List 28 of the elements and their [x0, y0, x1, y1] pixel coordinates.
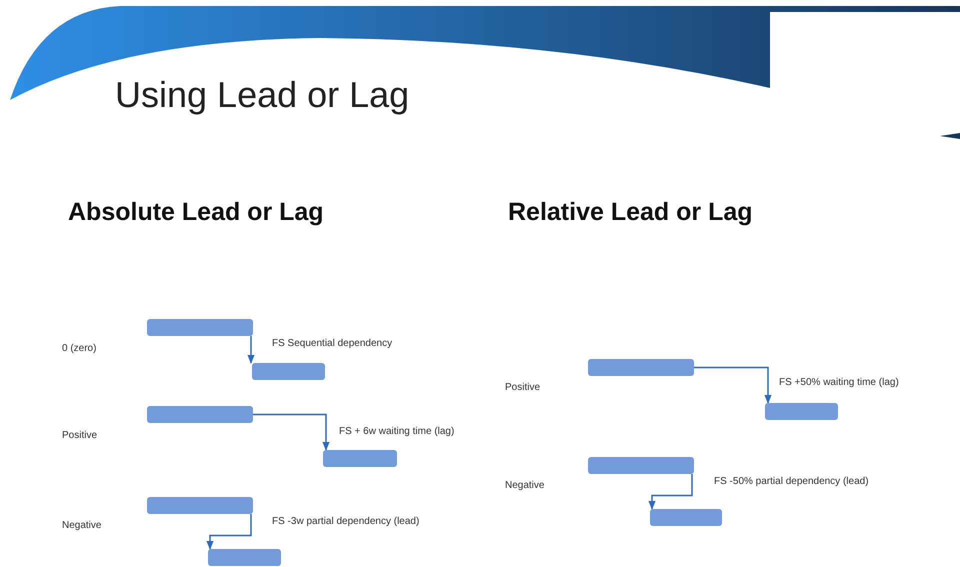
bar-shape — [252, 363, 325, 380]
row-label: Negative — [505, 480, 544, 491]
bar-shape — [323, 450, 397, 467]
edge-label: FS -3w partial dependency (lead) — [272, 516, 420, 527]
section-heading: Relative Lead or Lag — [508, 198, 753, 227]
edge-label: FS + 6w waiting time (lag) — [339, 426, 454, 437]
connector-arrow — [648, 474, 693, 510]
bar-shape — [588, 359, 694, 376]
section-heading: Absolute Lead or Lag — [68, 198, 324, 227]
bar-shape — [650, 509, 722, 526]
row-label: Positive — [62, 430, 98, 441]
row-label: Positive — [505, 382, 540, 393]
bar-shape — [208, 549, 281, 566]
connector-arrow — [247, 336, 255, 364]
edge-label: FS -50% partial dependency (lead) — [714, 476, 869, 487]
bar-shape — [147, 497, 253, 514]
bar-shape — [147, 319, 253, 336]
bar-shape — [588, 457, 694, 474]
connector-arrow — [694, 366, 772, 404]
edge-label: FS +50% waiting time (lag) — [779, 377, 899, 388]
row-label: 0 (zero) — [62, 343, 96, 354]
connector-arrow — [253, 414, 330, 451]
bar-shape — [147, 406, 253, 423]
slide-title: Using Lead or Lag — [115, 74, 410, 116]
row-label: Negative — [62, 520, 102, 531]
connector-arrow — [206, 514, 252, 550]
bar-shape — [765, 403, 838, 420]
edge-label: FS Sequential dependency — [272, 338, 392, 349]
